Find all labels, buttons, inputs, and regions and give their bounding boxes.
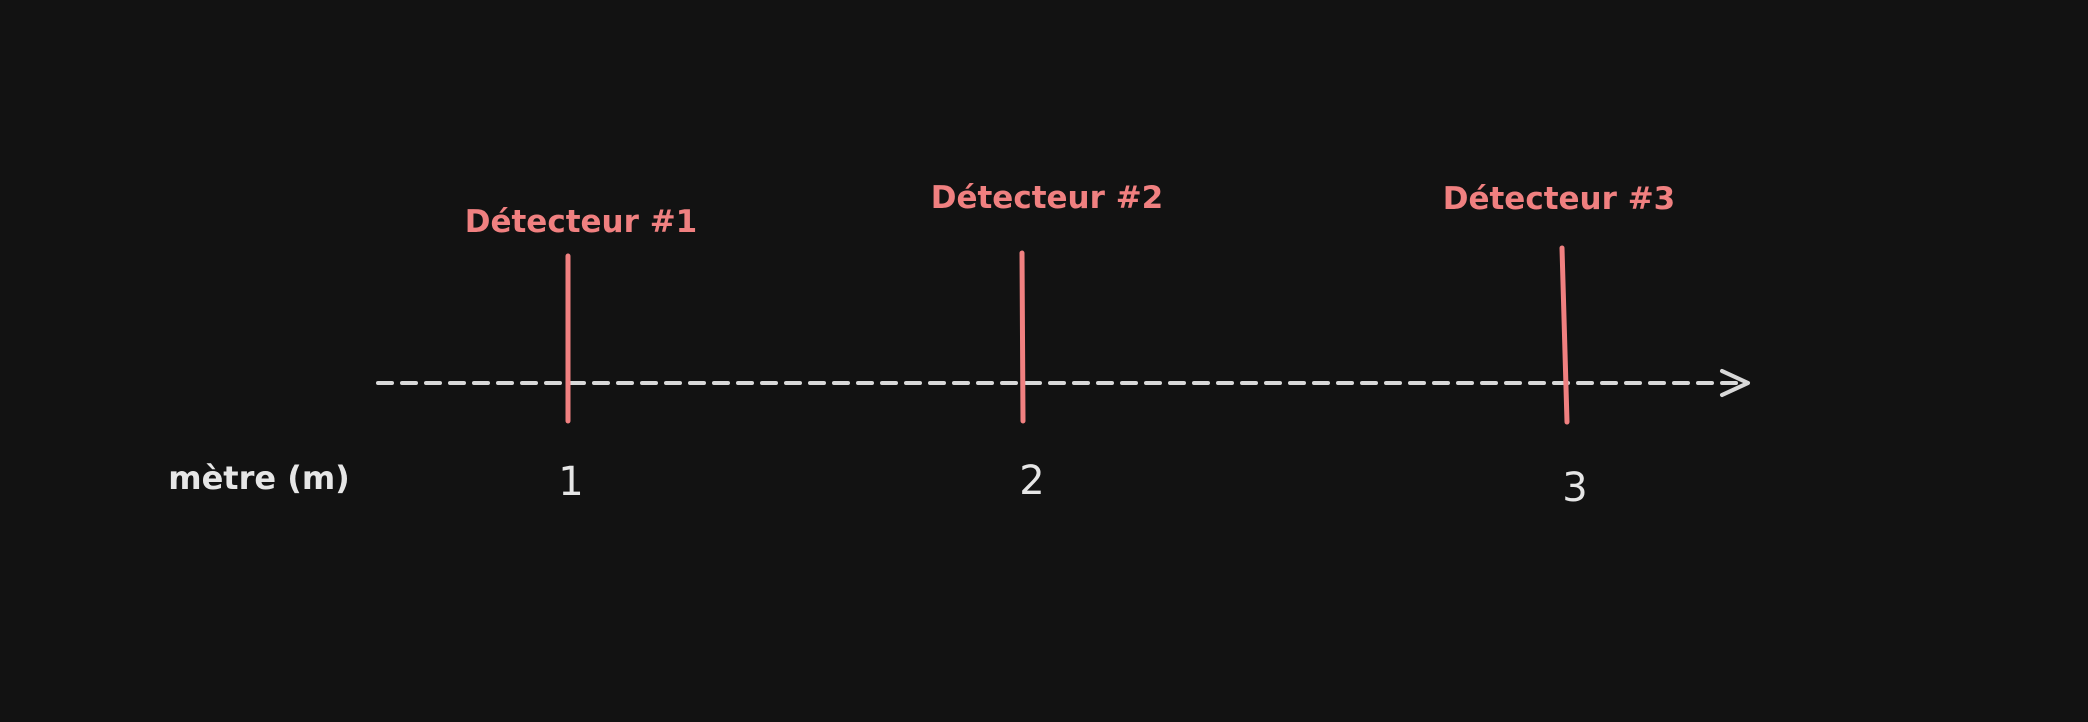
tick-label-3: 3: [1562, 465, 1587, 511]
tick-label-2: 2: [1019, 458, 1044, 504]
tick-label-1: 1: [558, 459, 583, 505]
detector-3-label: Détecteur #3: [1443, 181, 1676, 217]
detector-1-label: Détecteur #1: [465, 204, 698, 240]
detector-2-label: Détecteur #2: [931, 180, 1164, 216]
unit-label: mètre (m): [168, 459, 350, 497]
detector-3-marker: [1559, 245, 1570, 425]
detector-2-marker: [1019, 250, 1026, 424]
axis-arrowhead-icon: [1720, 369, 1750, 397]
